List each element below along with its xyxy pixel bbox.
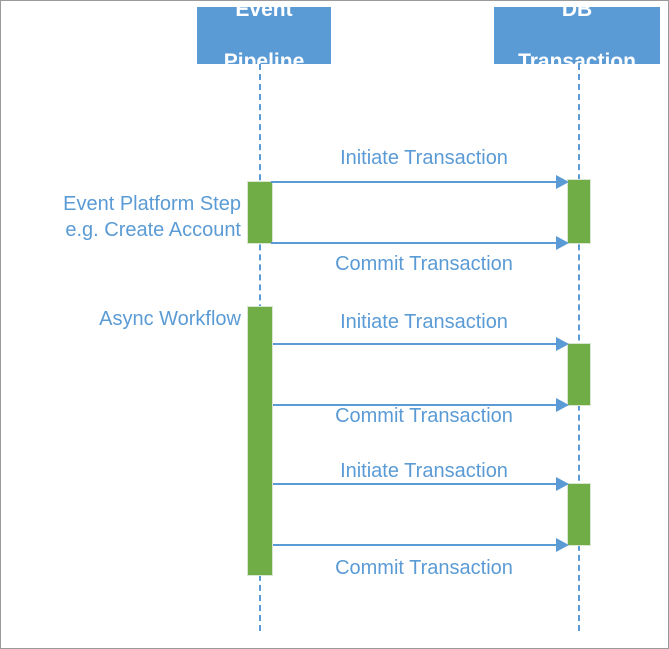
activation-db-transaction-3 [567,483,591,546]
activation-db-transaction-1 [567,179,591,244]
message-line-5[interactable] [273,483,567,485]
participant-event-pipeline-line1: Event [235,0,293,21]
activation-db-transaction-2 [567,343,591,406]
participant-db-transaction-line2: Transaction [518,49,636,73]
message-label-4: Commit Transaction [335,405,513,427]
arrowhead-right-icon-5 [556,477,569,491]
message-label-1: Initiate Transaction [340,147,508,169]
note-event-platform-step: Event Platform Step e.g. Create Account [63,193,241,241]
message-label-3: Initiate Transaction [340,311,508,333]
message-line-6[interactable] [273,544,567,546]
activation-event-pipeline-2 [247,306,273,576]
activation-event-pipeline-1 [247,181,273,244]
message-line-1[interactable] [271,181,567,183]
message-line-2[interactable] [271,242,567,244]
participant-db-transaction-line1: DB [561,0,593,21]
message-label-2: Commit Transaction [335,253,513,275]
arrowhead-right-icon-6 [556,538,569,552]
message-label-6: Commit Transaction [335,557,513,579]
message-line-4[interactable] [273,404,567,406]
message-label-5: Initiate Transaction [340,460,508,482]
note-async-workflow: Async Workflow [99,308,241,330]
arrowhead-right-icon-3 [556,337,569,351]
arrowhead-right-icon-1 [556,175,569,189]
participant-event-pipeline-line2: Pipeline [223,49,305,73]
arrowhead-right-icon-2 [556,236,569,250]
participant-db-transaction[interactable]: DB Transaction [494,1,660,73]
arrowhead-right-icon-4 [556,398,569,412]
message-line-3[interactable] [273,343,567,345]
participant-event-pipeline[interactable]: Event Pipeline [197,1,331,73]
